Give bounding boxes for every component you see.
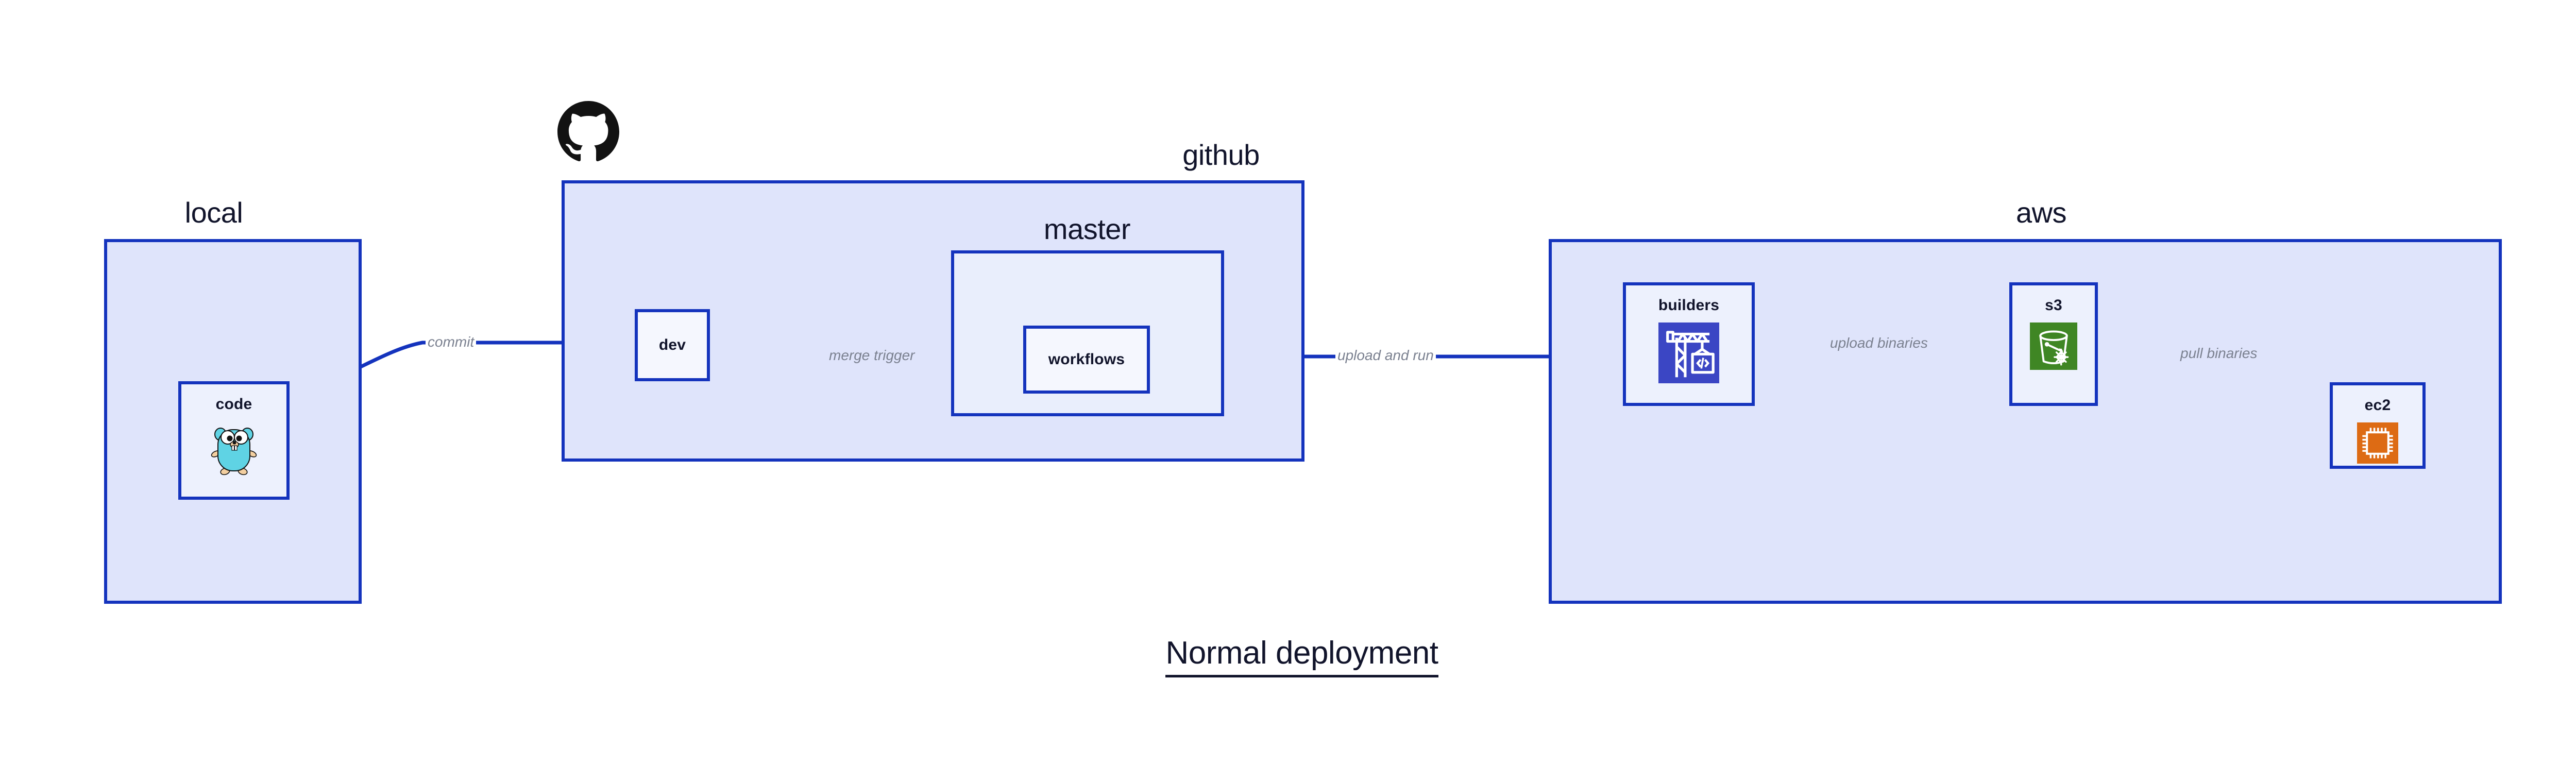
aws-builders-crane-icon — [1658, 322, 1719, 386]
aws-s3-bucket-icon — [2030, 322, 2077, 372]
node-workflows[interactable]: workflows — [1023, 326, 1150, 394]
edge-label-merge-trigger: merge trigger — [827, 348, 917, 363]
figure-caption-text: Normal deployment — [1165, 635, 1438, 677]
go-gopher-icon — [209, 421, 259, 479]
edge-label-upload-and-run: upload and run — [1335, 348, 1436, 363]
edge-label-commit: commit — [426, 335, 477, 349]
node-dev[interactable]: dev — [635, 309, 710, 381]
node-label-ec2: ec2 — [2364, 397, 2391, 414]
zone-title-local: local — [184, 196, 243, 229]
node-builders[interactable]: builders — [1623, 282, 1755, 406]
zone-title-aws: aws — [2015, 196, 2067, 229]
node-label-dev: dev — [658, 336, 686, 353]
node-ec2[interactable]: ec2 — [2330, 382, 2426, 469]
zone-title-github: github — [1182, 139, 1260, 171]
aws-ec2-chip-icon — [2357, 422, 2398, 466]
github-octocat-icon — [557, 101, 619, 165]
node-label-code: code — [215, 396, 252, 413]
edge-label-upload-binaries: upload binaries — [1828, 336, 1930, 350]
node-label-builders: builders — [1658, 297, 1720, 314]
node-label-workflows: workflows — [1048, 351, 1125, 368]
node-s3[interactable]: s3 — [2009, 282, 2098, 406]
zone-title-master: master — [1043, 213, 1131, 245]
edge-label-pull-binaries: pull binaries — [2180, 345, 2258, 361]
figure-caption: Normal deployment — [0, 635, 2576, 677]
node-label-s3: s3 — [2045, 297, 2062, 314]
node-code[interactable]: code — [178, 381, 290, 500]
zone-local — [104, 239, 362, 604]
